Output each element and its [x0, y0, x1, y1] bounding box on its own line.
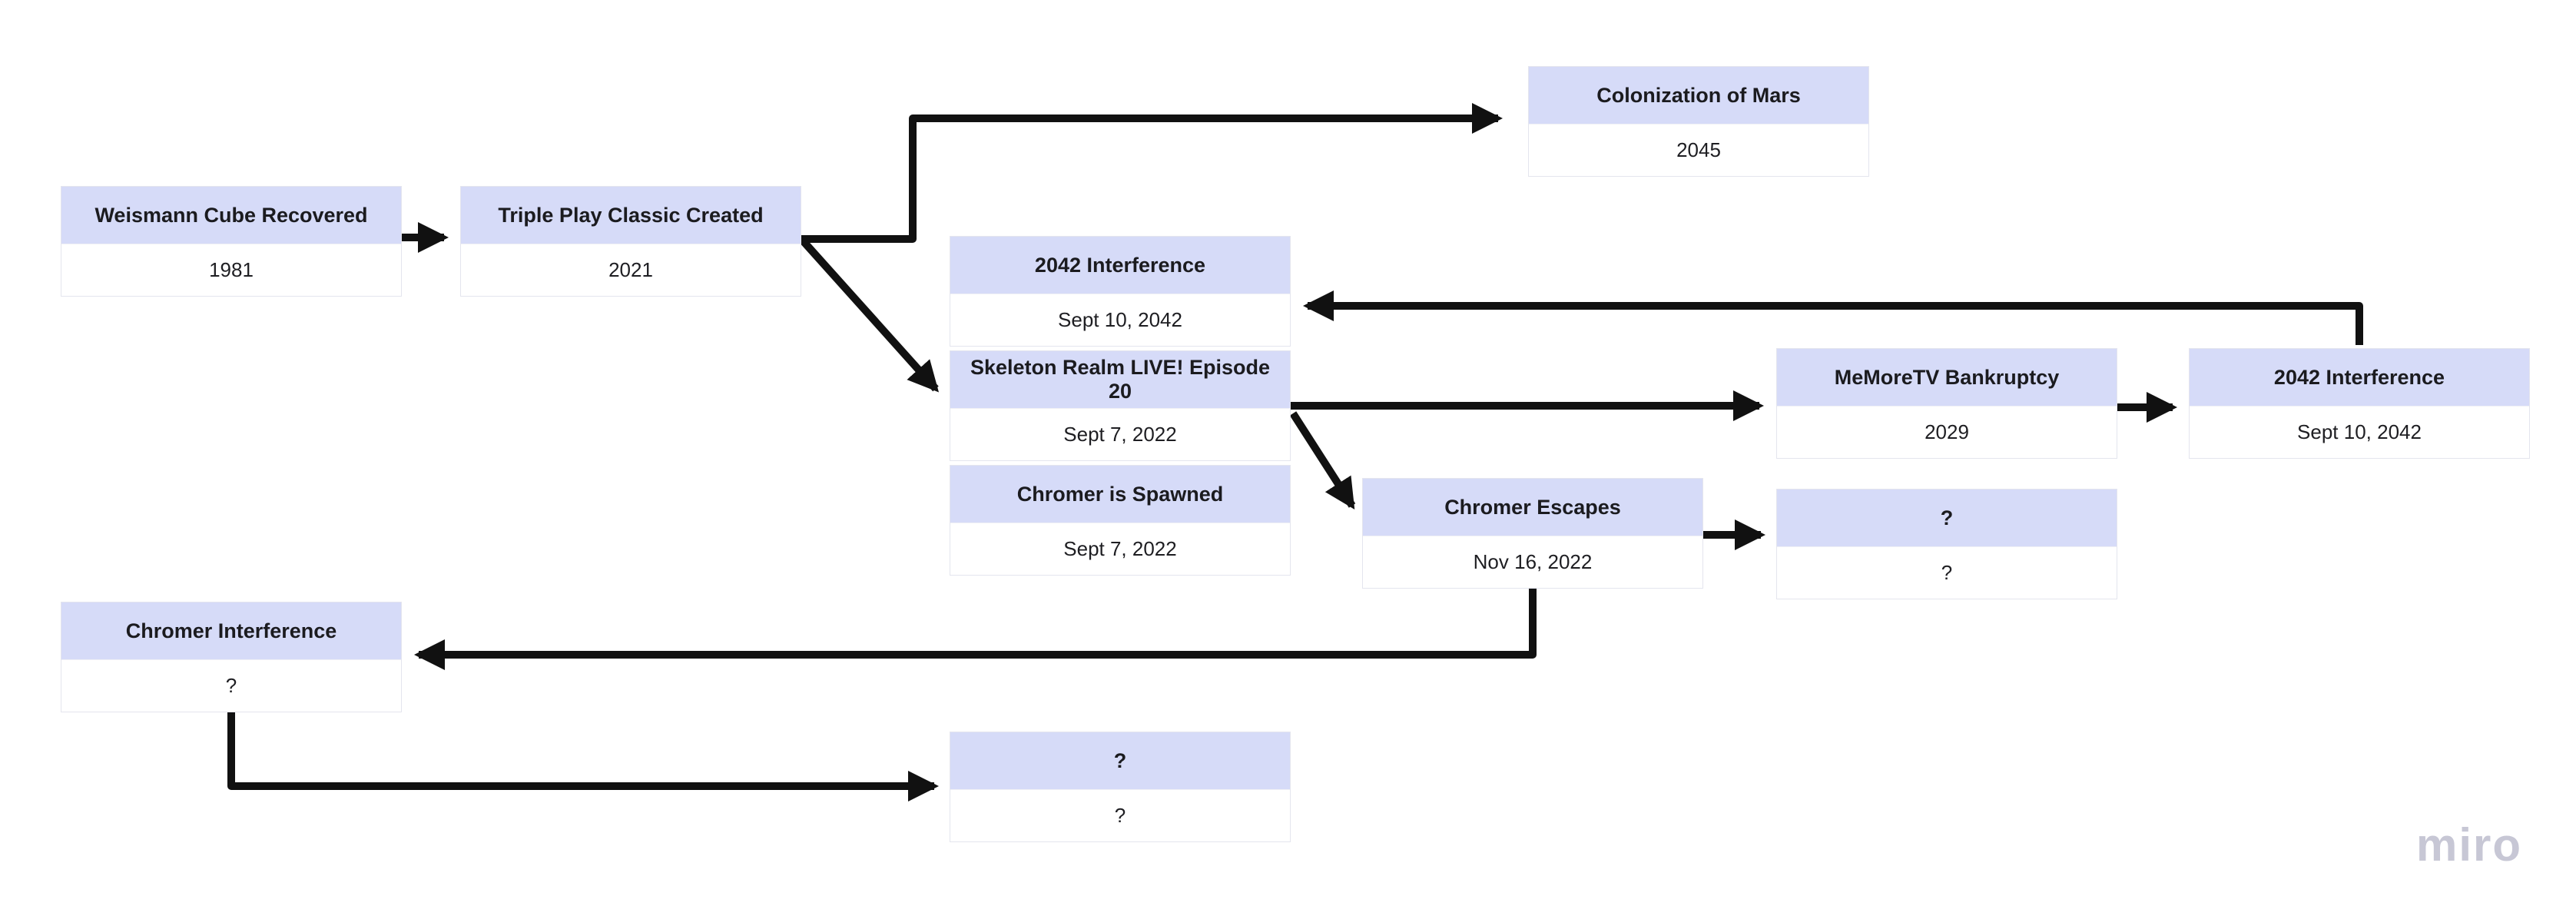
node-chromer-escapes[interactable]: Chromer Escapes Nov 16, 2022 — [1362, 478, 1703, 589]
node-title: Chromer is Spawned — [950, 466, 1290, 523]
arrow-interference-to-unknown-bottom[interactable] — [227, 712, 939, 802]
node-date: ? — [1777, 546, 2117, 599]
node-date: Sept 10, 2042 — [950, 294, 1290, 346]
node-title: Chromer Interference — [61, 602, 401, 659]
node-weismann-cube-recovered[interactable]: Weismann Cube Recovered 1981 — [61, 186, 402, 297]
node-chromer-is-spawned[interactable]: Chromer is Spawned Sept 7, 2022 — [950, 465, 1291, 576]
node-skeleton-realm-episode-20[interactable]: Skeleton Realm LIVE! Episode 20 Sept 7, … — [950, 350, 1291, 461]
node-title: Colonization of Mars — [1529, 67, 1868, 124]
node-2042-interference-right[interactable]: 2042 Interference Sept 10, 2042 — [2189, 348, 2530, 459]
node-title: Chromer Escapes — [1363, 479, 1702, 536]
node-triple-play-classic[interactable]: Triple Play Classic Created 2021 — [460, 186, 801, 297]
node-date: Sept 7, 2022 — [950, 523, 1290, 575]
node-title: ? — [950, 732, 1290, 789]
node-memoretv-bankruptcy[interactable]: MeMoreTV Bankruptcy 2029 — [1776, 348, 2117, 459]
node-colonization-of-mars[interactable]: Colonization of Mars 2045 — [1528, 66, 1869, 177]
arrow-tripleplay-to-colonization[interactable] — [801, 103, 1503, 243]
node-date: 2045 — [1529, 124, 1868, 176]
node-title: Triple Play Classic Created — [461, 187, 801, 244]
node-date: ? — [950, 789, 1290, 841]
node-chromer-interference[interactable]: Chromer Interference ? — [61, 602, 402, 712]
arrow-skeleton-to-chromer-escapes[interactable] — [1289, 411, 1356, 510]
node-title: Skeleton Realm LIVE! Episode 20 — [950, 351, 1290, 408]
node-title: MeMoreTV Bankruptcy — [1777, 349, 2117, 406]
node-title: 2042 Interference — [950, 237, 1290, 294]
node-date: ? — [61, 659, 401, 712]
node-date: Sept 10, 2042 — [2190, 406, 2529, 458]
node-date: 1981 — [61, 244, 401, 296]
node-unknown-right[interactable]: ? ? — [1776, 489, 2117, 599]
node-date: Nov 16, 2022 — [1363, 536, 1702, 588]
arrow-chromer-escapes-to-interference[interactable] — [414, 589, 1537, 670]
node-title: 2042 Interference — [2190, 349, 2529, 406]
node-title: ? — [1777, 490, 2117, 546]
arrow-2042right-to-2042left[interactable] — [1303, 290, 2363, 345]
node-unknown-bottom[interactable]: ? ? — [950, 732, 1291, 842]
miro-logo: miro — [2415, 819, 2522, 871]
node-date: Sept 7, 2022 — [950, 408, 1290, 460]
node-title: Weismann Cube Recovered — [61, 187, 401, 244]
node-date: 2029 — [1777, 406, 2117, 458]
node-date: 2021 — [461, 244, 801, 296]
node-2042-interference-left[interactable]: 2042 Interference Sept 10, 2042 — [950, 236, 1291, 347]
arrow-tripleplay-to-skeleton[interactable] — [798, 236, 940, 393]
